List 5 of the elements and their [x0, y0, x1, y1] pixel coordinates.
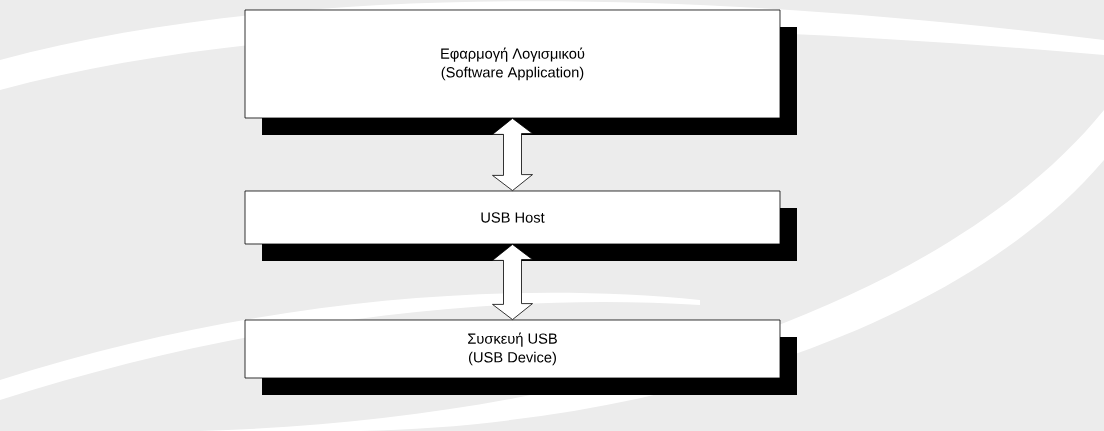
process-box: USB Host	[244, 190, 797, 261]
double-arrow	[492, 244, 533, 320]
process-box: Εφαρμογή Λογισμικού (Software Application)	[244, 9, 797, 135]
double-arrow	[492, 118, 533, 191]
process-box: Συσκευή USB (USB Device)	[244, 319, 797, 395]
